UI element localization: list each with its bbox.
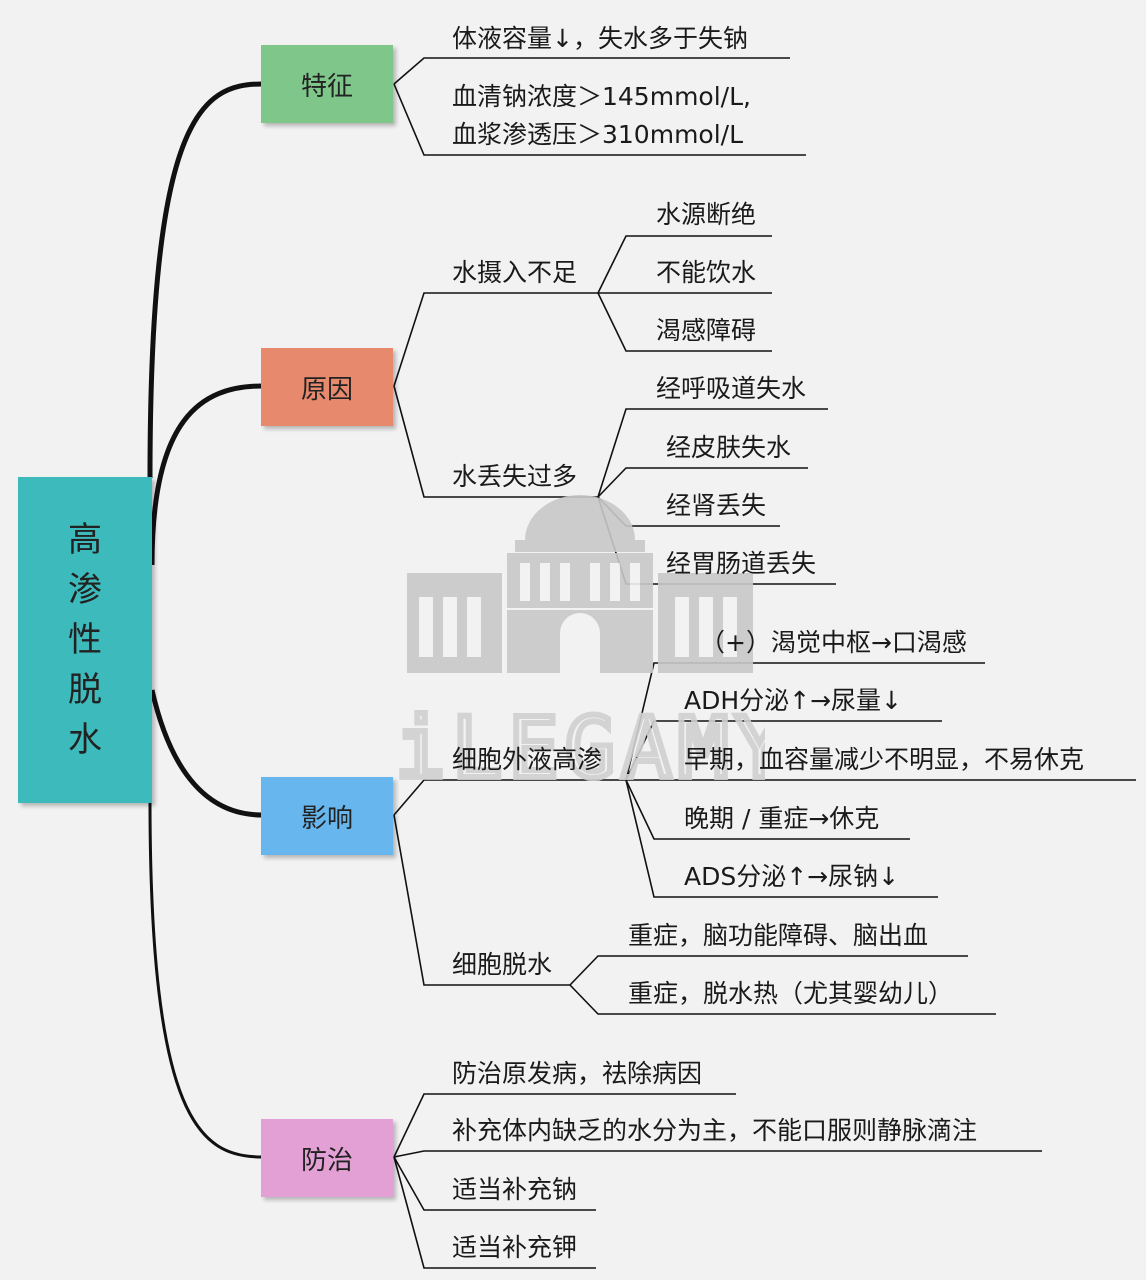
building-dome-watermark-icon: iLEGAMY bbox=[395, 495, 765, 785]
feature-item: 血浆渗透压＞310mmol/L bbox=[452, 120, 744, 149]
root-char: 高 bbox=[68, 520, 102, 560]
treat-item: 适当补充钾 bbox=[452, 1233, 578, 1262]
treat-item: 防治原发病，祛除病因 bbox=[452, 1059, 703, 1088]
branch-feature[interactable]: 特征 bbox=[261, 45, 393, 123]
effect-item: ADS分泌↑→尿钠↓ bbox=[684, 862, 900, 891]
cause-item: 经皮肤失水 bbox=[666, 433, 792, 462]
feature-item: 血清钠浓度＞145mmol/L, bbox=[452, 82, 751, 111]
treat-item: 补充体内缺乏的水分为主，不能口服则静脉滴注 bbox=[452, 1116, 978, 1145]
effect-subtopic[interactable]: 细胞外液高渗 bbox=[452, 745, 603, 774]
root-char: 渗 bbox=[68, 570, 102, 610]
effect-subtopic[interactable]: 细胞脱水 bbox=[452, 950, 553, 979]
cause-item: 经肾丢失 bbox=[666, 491, 767, 520]
effect-item: ADH分泌↑→尿量↓ bbox=[684, 686, 902, 715]
effect-item: 早期，血容量减少不明显，不易休克 bbox=[684, 745, 1085, 774]
cause-subtopic[interactable]: 水摄入不足 bbox=[452, 258, 578, 287]
root-to-treat-line bbox=[148, 799, 263, 1159]
treat-item: 适当补充钠 bbox=[452, 1175, 578, 1204]
cause-item: 渴感障碍 bbox=[656, 316, 757, 345]
effect-item: （+）渴觉中枢→口渴感 bbox=[700, 628, 967, 657]
root-to-effect-line bbox=[149, 689, 263, 818]
root-to-feature-line bbox=[147, 81, 263, 479]
branch-effect[interactable]: 影响 bbox=[261, 777, 393, 855]
treat-lines bbox=[393, 1093, 1042, 1269]
feature-lines bbox=[393, 57, 806, 156]
root-char: 水 bbox=[68, 720, 102, 760]
cause-item: 经呼吸道失水 bbox=[656, 374, 807, 403]
cause-item: 不能饮水 bbox=[656, 258, 757, 287]
root-node[interactable]: 高 渗 性 脱 水 bbox=[18, 477, 152, 803]
branch-treat[interactable]: 防治 bbox=[261, 1119, 393, 1197]
cause-item: 水源断绝 bbox=[656, 200, 757, 229]
effect-lines bbox=[393, 662, 1136, 1015]
root-to-cause-line bbox=[149, 383, 263, 566]
root-char: 脱 bbox=[68, 670, 102, 710]
effect-item: 晚期 / 重症→休克 bbox=[684, 804, 880, 833]
cause-item: 经胃肠道丢失 bbox=[666, 549, 817, 578]
watermark-text: iLEGAMY bbox=[395, 699, 765, 785]
effect-item: 重症，脑功能障碍、脑出血 bbox=[628, 921, 929, 950]
cause-subtopic[interactable]: 水丢失过多 bbox=[452, 462, 578, 491]
branch-cause[interactable]: 原因 bbox=[261, 348, 393, 426]
root-char: 性 bbox=[68, 620, 102, 660]
feature-item: 体液容量↓，失水多于失钠 bbox=[452, 24, 748, 53]
effect-item: 重症，脱水热（尤其婴幼儿） bbox=[628, 979, 954, 1008]
